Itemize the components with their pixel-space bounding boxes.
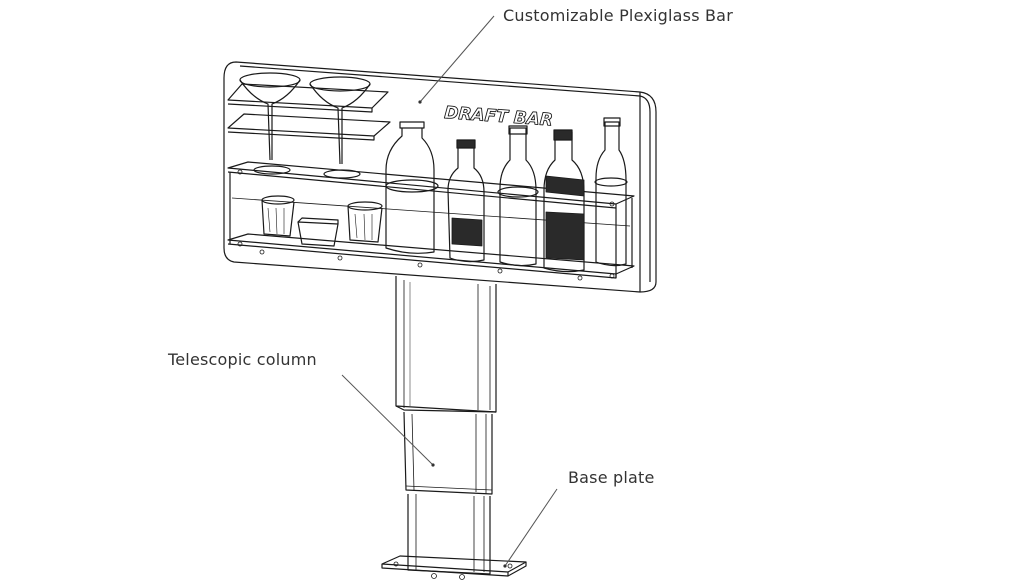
label-base-plate: Base plate (568, 468, 655, 487)
label-telescopic-column: Telescopic column (168, 350, 317, 369)
leader-base (504, 488, 558, 567)
leader-column (341, 374, 434, 466)
telescopic-column (395, 276, 497, 575)
label-plexiglass-bar: Customizable Plexiglass Bar (503, 6, 733, 25)
bar-engraving: DRAFT BAR (444, 103, 554, 131)
base-plate (381, 555, 527, 580)
plexiglass-bar: DRAFT BAR (223, 61, 657, 293)
cocktail-glasses (239, 72, 371, 179)
tumblers (261, 195, 383, 247)
bottles (385, 117, 628, 273)
leader-bar (419, 15, 495, 103)
leader-lines (341, 15, 558, 567)
